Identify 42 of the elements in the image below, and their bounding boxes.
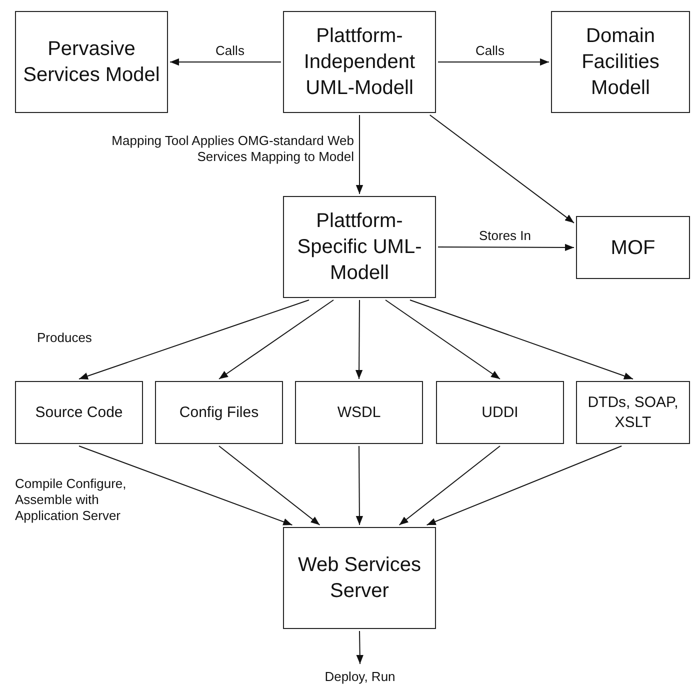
arrow [218, 446, 320, 526]
process-box [576, 381, 690, 444]
process-box [15, 381, 143, 444]
process-box [551, 11, 690, 113]
box-label: Plattform-Specific UML-Modell [296, 209, 423, 286]
arrow [429, 114, 574, 224]
box-label: Domain Facilities Modell [580, 24, 660, 101]
arrow [356, 630, 364, 664]
arrow [218, 300, 334, 380]
arrow [78, 300, 310, 380]
process-box [436, 381, 564, 444]
arrow [355, 300, 363, 380]
box-label: UDDI [480, 402, 520, 422]
box-label: Pervasive Services Model [22, 37, 161, 88]
arrow [426, 446, 622, 526]
process-box [155, 381, 283, 444]
arrow [438, 58, 550, 66]
arrow [170, 58, 282, 66]
process-box [283, 11, 436, 113]
note-label: Produces [37, 330, 93, 346]
box-label: MOF [610, 236, 656, 260]
process-box [283, 196, 436, 298]
edge-label: Mapping Tool Applies OMG-standard Web Services Mapping to Model [110, 133, 354, 165]
process-box [15, 11, 168, 113]
step-label: Deploy, Run [324, 668, 396, 684]
note-label: Compile Configure, Assemble with Application Server [15, 476, 128, 524]
box-label: Config Files [178, 402, 260, 422]
box-label: Web Services Server [296, 553, 422, 604]
process-box [283, 527, 436, 629]
arrow [410, 300, 634, 380]
box-label: DTDs, SOAP, XSLT [586, 392, 680, 432]
arrow [398, 446, 500, 526]
process-box [295, 381, 423, 444]
arrow [438, 244, 574, 252]
box-label: Plattform-Independent UML-Modell [302, 24, 416, 101]
box-label: WSDL [336, 402, 382, 422]
arrow [356, 114, 364, 194]
arrow [385, 300, 500, 380]
arrow [78, 446, 293, 526]
process-box [576, 216, 690, 279]
arrow [356, 446, 364, 526]
box-label: Source Code [34, 402, 124, 422]
